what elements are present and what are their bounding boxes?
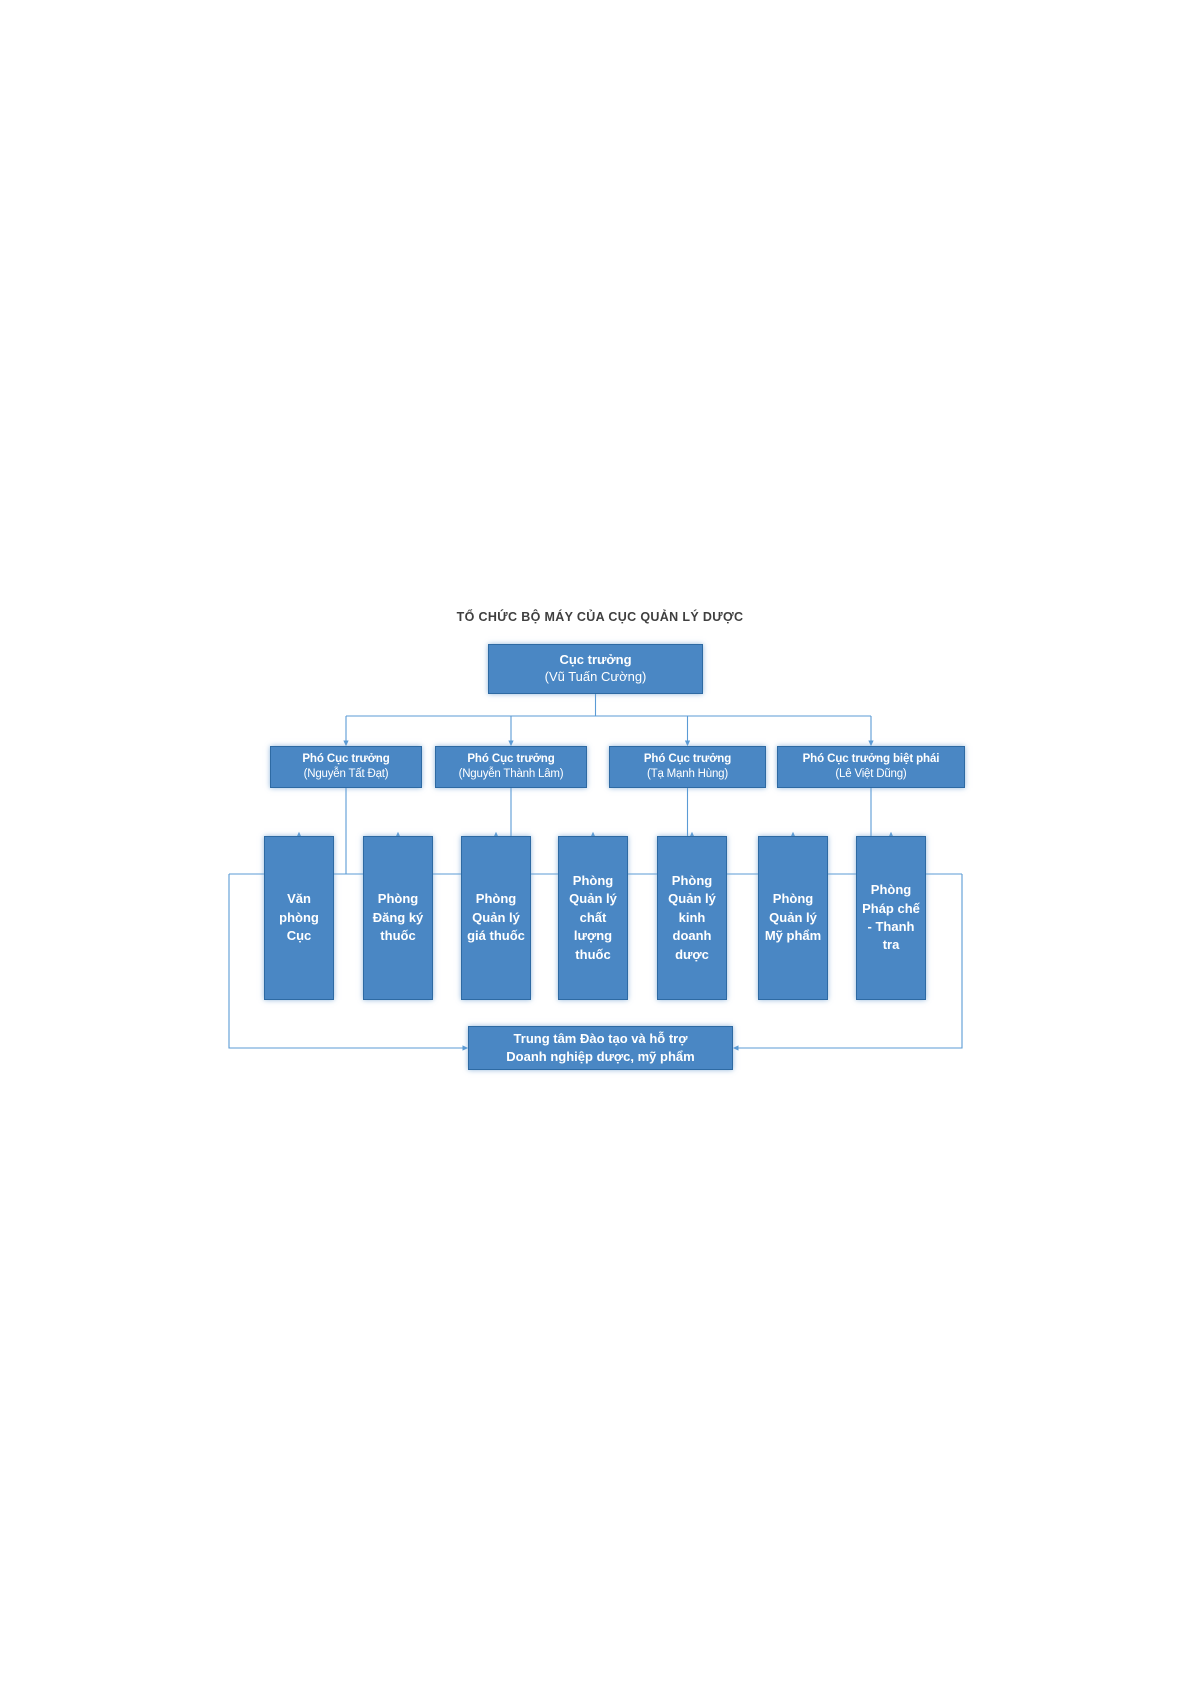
node-deputy-le-viet-dung[interactable]: Phó Cục trưởng biệt phái (Lê Việt Dũng)	[777, 746, 965, 788]
node-deputy-nguyen-tat-dat[interactable]: Phó Cục trưởng (Nguyễn Tất Đạt)	[270, 746, 422, 788]
node-deputy-name: (Lê Việt Dũng)	[835, 768, 907, 780]
node-training-center-line1: Trung tâm Đào tạo và hỗ trợ	[513, 1031, 688, 1047]
node-department-quan-ly-kinh-doanh-duoc[interactable]: Phòng Quản lý kinh doanh dược	[657, 836, 727, 1000]
node-department-van-phong-cuc[interactable]: Văn phòng Cục	[264, 836, 334, 1000]
node-deputy-name: (Nguyễn Tất Đạt)	[303, 768, 389, 780]
node-deputy-title: Phó Cục trưởng	[302, 753, 390, 766]
node-deputy-name: (Tạ Mạnh Hùng)	[647, 768, 728, 780]
page-title: TỔ CHỨC BỘ MÁY CỦA CỤC QUẢN LÝ DƯỢC	[456, 610, 744, 624]
node-deputy-nguyen-thanh-lam[interactable]: Phó Cục trưởng (Nguyễn Thành Lâm)	[435, 746, 587, 788]
node-director-name: (Vũ Tuấn Cường)	[544, 669, 647, 684]
node-department-quan-ly-gia-thuoc[interactable]: Phòng Quản lý giá thuốc	[461, 836, 531, 1000]
node-department-quan-ly-chat-luong-thuoc[interactable]: Phòng Quản lý chất lượng thuốc	[558, 836, 628, 1000]
node-department-dang-ky-thuoc[interactable]: Phòng Đăng ký thuốc	[363, 836, 433, 1000]
node-deputy-title: Phó Cục trưởng	[643, 753, 732, 766]
node-deputy-title: Phó Cục trưởng biệt phái	[802, 753, 940, 766]
node-training-center-line2: Doanh nghiệp dược, mỹ phẩm	[506, 1049, 695, 1064]
node-director[interactable]: Cục trưởng (Vũ Tuấn Cường)	[488, 644, 703, 694]
node-deputy-ta-manh-hung[interactable]: Phó Cục trưởng (Tạ Mạnh Hùng)	[609, 746, 766, 788]
node-department-phap-che-thanh-tra[interactable]: Phòng Pháp chế - Thanh tra	[856, 836, 926, 1000]
node-deputy-title: Phó Cục trưởng	[467, 753, 555, 766]
node-department-quan-ly-my-pham[interactable]: Phòng Quản lý Mỹ phẩm	[758, 836, 828, 1000]
node-director-title: Cục trưởng	[559, 652, 632, 668]
node-deputy-name: (Nguyễn Thành Lâm)	[458, 768, 564, 780]
node-training-center[interactable]: Trung tâm Đào tạo và hỗ trợ Doanh nghiệp…	[468, 1026, 733, 1070]
